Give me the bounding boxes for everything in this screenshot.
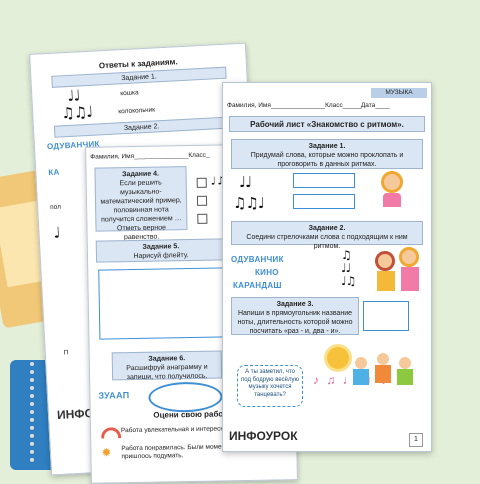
music-notes-icon: ♫♩♩♩♫ xyxy=(341,248,356,288)
mid-task6-text: Расшифруй анаграмму и запиши, что получи… xyxy=(126,363,208,382)
music-notes-icon: ♩♩ xyxy=(239,173,252,191)
mid-task5-text: Нарисуй флейту. xyxy=(133,252,189,261)
answer-checkbox-2[interactable] xyxy=(196,195,208,206)
answers-task1-label: Задание 1. xyxy=(121,73,157,83)
spiral-binding-icon xyxy=(30,362,46,462)
answer-word-1: кошка xyxy=(120,89,139,98)
mid-task4-text: Если решить музыкально-математический пр… xyxy=(100,179,182,242)
answer-word-2: колокольчик xyxy=(118,106,156,116)
girls-singing-icon xyxy=(373,245,425,293)
music-notes-icon: ♩♩ xyxy=(66,86,80,106)
mid-task4: Задание 4. Если решить музыкально-матема… xyxy=(94,166,188,241)
answer-checkbox-3[interactable] xyxy=(197,213,208,224)
front-task2: Задание 2. Соедини стрелочками слова с п… xyxy=(231,221,423,250)
page-number: 1 xyxy=(409,433,423,447)
rhythm-answer-field-2[interactable] xyxy=(293,194,355,209)
word-kino[interactable]: КИНО xyxy=(255,268,279,277)
children-dancing-icon xyxy=(349,353,419,389)
sun-icon xyxy=(327,347,349,369)
answer-word-ka: КА xyxy=(48,167,60,178)
rainbow-icon xyxy=(100,427,122,439)
rhythm-answer-field-1[interactable] xyxy=(293,173,355,188)
subject-badge: МУЗЫКА xyxy=(371,88,427,98)
girl-headphones-icon xyxy=(373,169,411,209)
worksheet-front: МУЗЫКА Фамилия, Имя_______________Класс_… xyxy=(222,82,432,452)
music-notes-icon: ♫♫♩ xyxy=(233,194,265,212)
mid-task4-title: Задание 4. xyxy=(122,170,160,179)
word-oduvanchik[interactable]: ОДУВАНЧИК xyxy=(231,255,284,264)
front-task3-text: Напиши в прямоугольник название ноты, дл… xyxy=(237,310,353,335)
word-karandash[interactable]: КАРАНДАШ xyxy=(233,281,282,290)
front-task2-text: Соедини стрелочками слова с подходящим к… xyxy=(246,234,408,250)
infourok-logo: ИНФОУРОК xyxy=(229,429,298,443)
answers-task2-label: Задание 2. xyxy=(123,123,160,133)
mid-task5-title: Задание 5. xyxy=(142,243,180,251)
anagram-answer-oval[interactable] xyxy=(148,381,223,413)
front-task3-title: Задание 3. xyxy=(276,301,314,308)
mid-task6: Задание 6. Расшифруй анаграмму и запиши,… xyxy=(111,350,223,382)
front-name-line: Фамилия, Имя_______________Класс_____Дат… xyxy=(227,102,390,109)
music-notes-icon: ♩ xyxy=(53,223,61,242)
music-notes-icon: ♫♫♩ xyxy=(60,102,93,123)
mid-task5: Задание 5. Нарисуй флейту. xyxy=(95,238,227,263)
front-task1: Задание 1. Придумай слова, которые можно… xyxy=(231,139,423,169)
answer-letter-p: П xyxy=(63,349,69,357)
star-icon: ✹ xyxy=(101,445,112,460)
mid-task6-title: Задание 6. xyxy=(148,355,186,363)
mid-name-line: Фамилия, Имя_______________Класс_ xyxy=(90,151,210,161)
front-task2-title: Задание 2. xyxy=(308,225,346,232)
front-task3: Задание 3. Напиши в прямоугольник назван… xyxy=(231,297,359,335)
worksheet-title-text: Рабочий лист «Знакомство с ритмом». xyxy=(250,120,404,129)
worksheet-title: Рабочий лист «Знакомство с ритмом». xyxy=(229,116,425,132)
note-name-field[interactable] xyxy=(363,301,409,331)
speech-bubble-text: А ты заметил, что под бодрую весёлую муз… xyxy=(241,369,299,398)
drawing-area[interactable] xyxy=(98,267,228,340)
answer-checkbox-1[interactable] xyxy=(196,177,207,188)
front-task1-text: Придумай слова, которые можно проклопать… xyxy=(250,152,404,168)
front-task1-title: Задание 1. xyxy=(308,143,346,150)
speech-bubble: А ты заметил, что под бодрую весёлую муз… xyxy=(237,365,303,407)
anagram-word: ЗУААП xyxy=(98,390,130,401)
answer-word-pol: пол xyxy=(49,203,62,212)
infourok-logo-text: ИНФОУРОК xyxy=(229,429,298,443)
